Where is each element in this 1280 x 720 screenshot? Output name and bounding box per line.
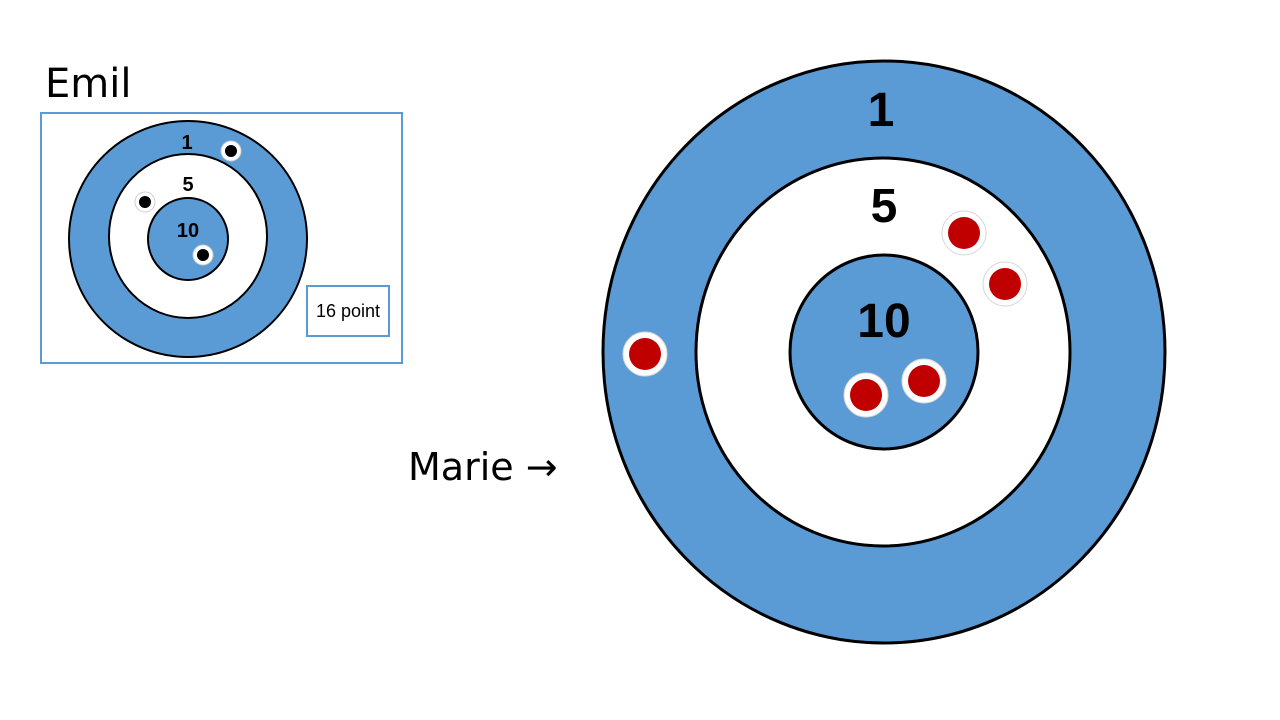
emil-target-panel: 1 5 10 16 point xyxy=(40,112,403,364)
emil-label-10: 10 xyxy=(177,220,199,242)
marie-target: 1 5 10 xyxy=(601,59,1167,645)
emil-title: Emil xyxy=(45,61,132,107)
emil-label-1: 1 xyxy=(181,132,192,154)
marie-label-10: 10 xyxy=(857,295,910,348)
marie-hit xyxy=(901,358,947,404)
emil-label-5: 5 xyxy=(182,174,193,196)
emil-target: 1 5 10 xyxy=(68,120,308,358)
emil-hit xyxy=(192,244,214,266)
emil-hit xyxy=(220,140,242,162)
marie-hit xyxy=(982,261,1028,307)
emil-hit xyxy=(134,191,156,213)
marie-hit xyxy=(843,372,889,418)
marie-hit xyxy=(941,210,987,256)
emil-score-box: 16 point xyxy=(306,285,390,337)
marie-hit xyxy=(622,331,668,377)
marie-label-5: 5 xyxy=(871,180,898,233)
marie-label-1: 1 xyxy=(868,84,895,137)
marie-ring-10 xyxy=(788,253,980,451)
marie-label: Marie → xyxy=(408,445,558,489)
